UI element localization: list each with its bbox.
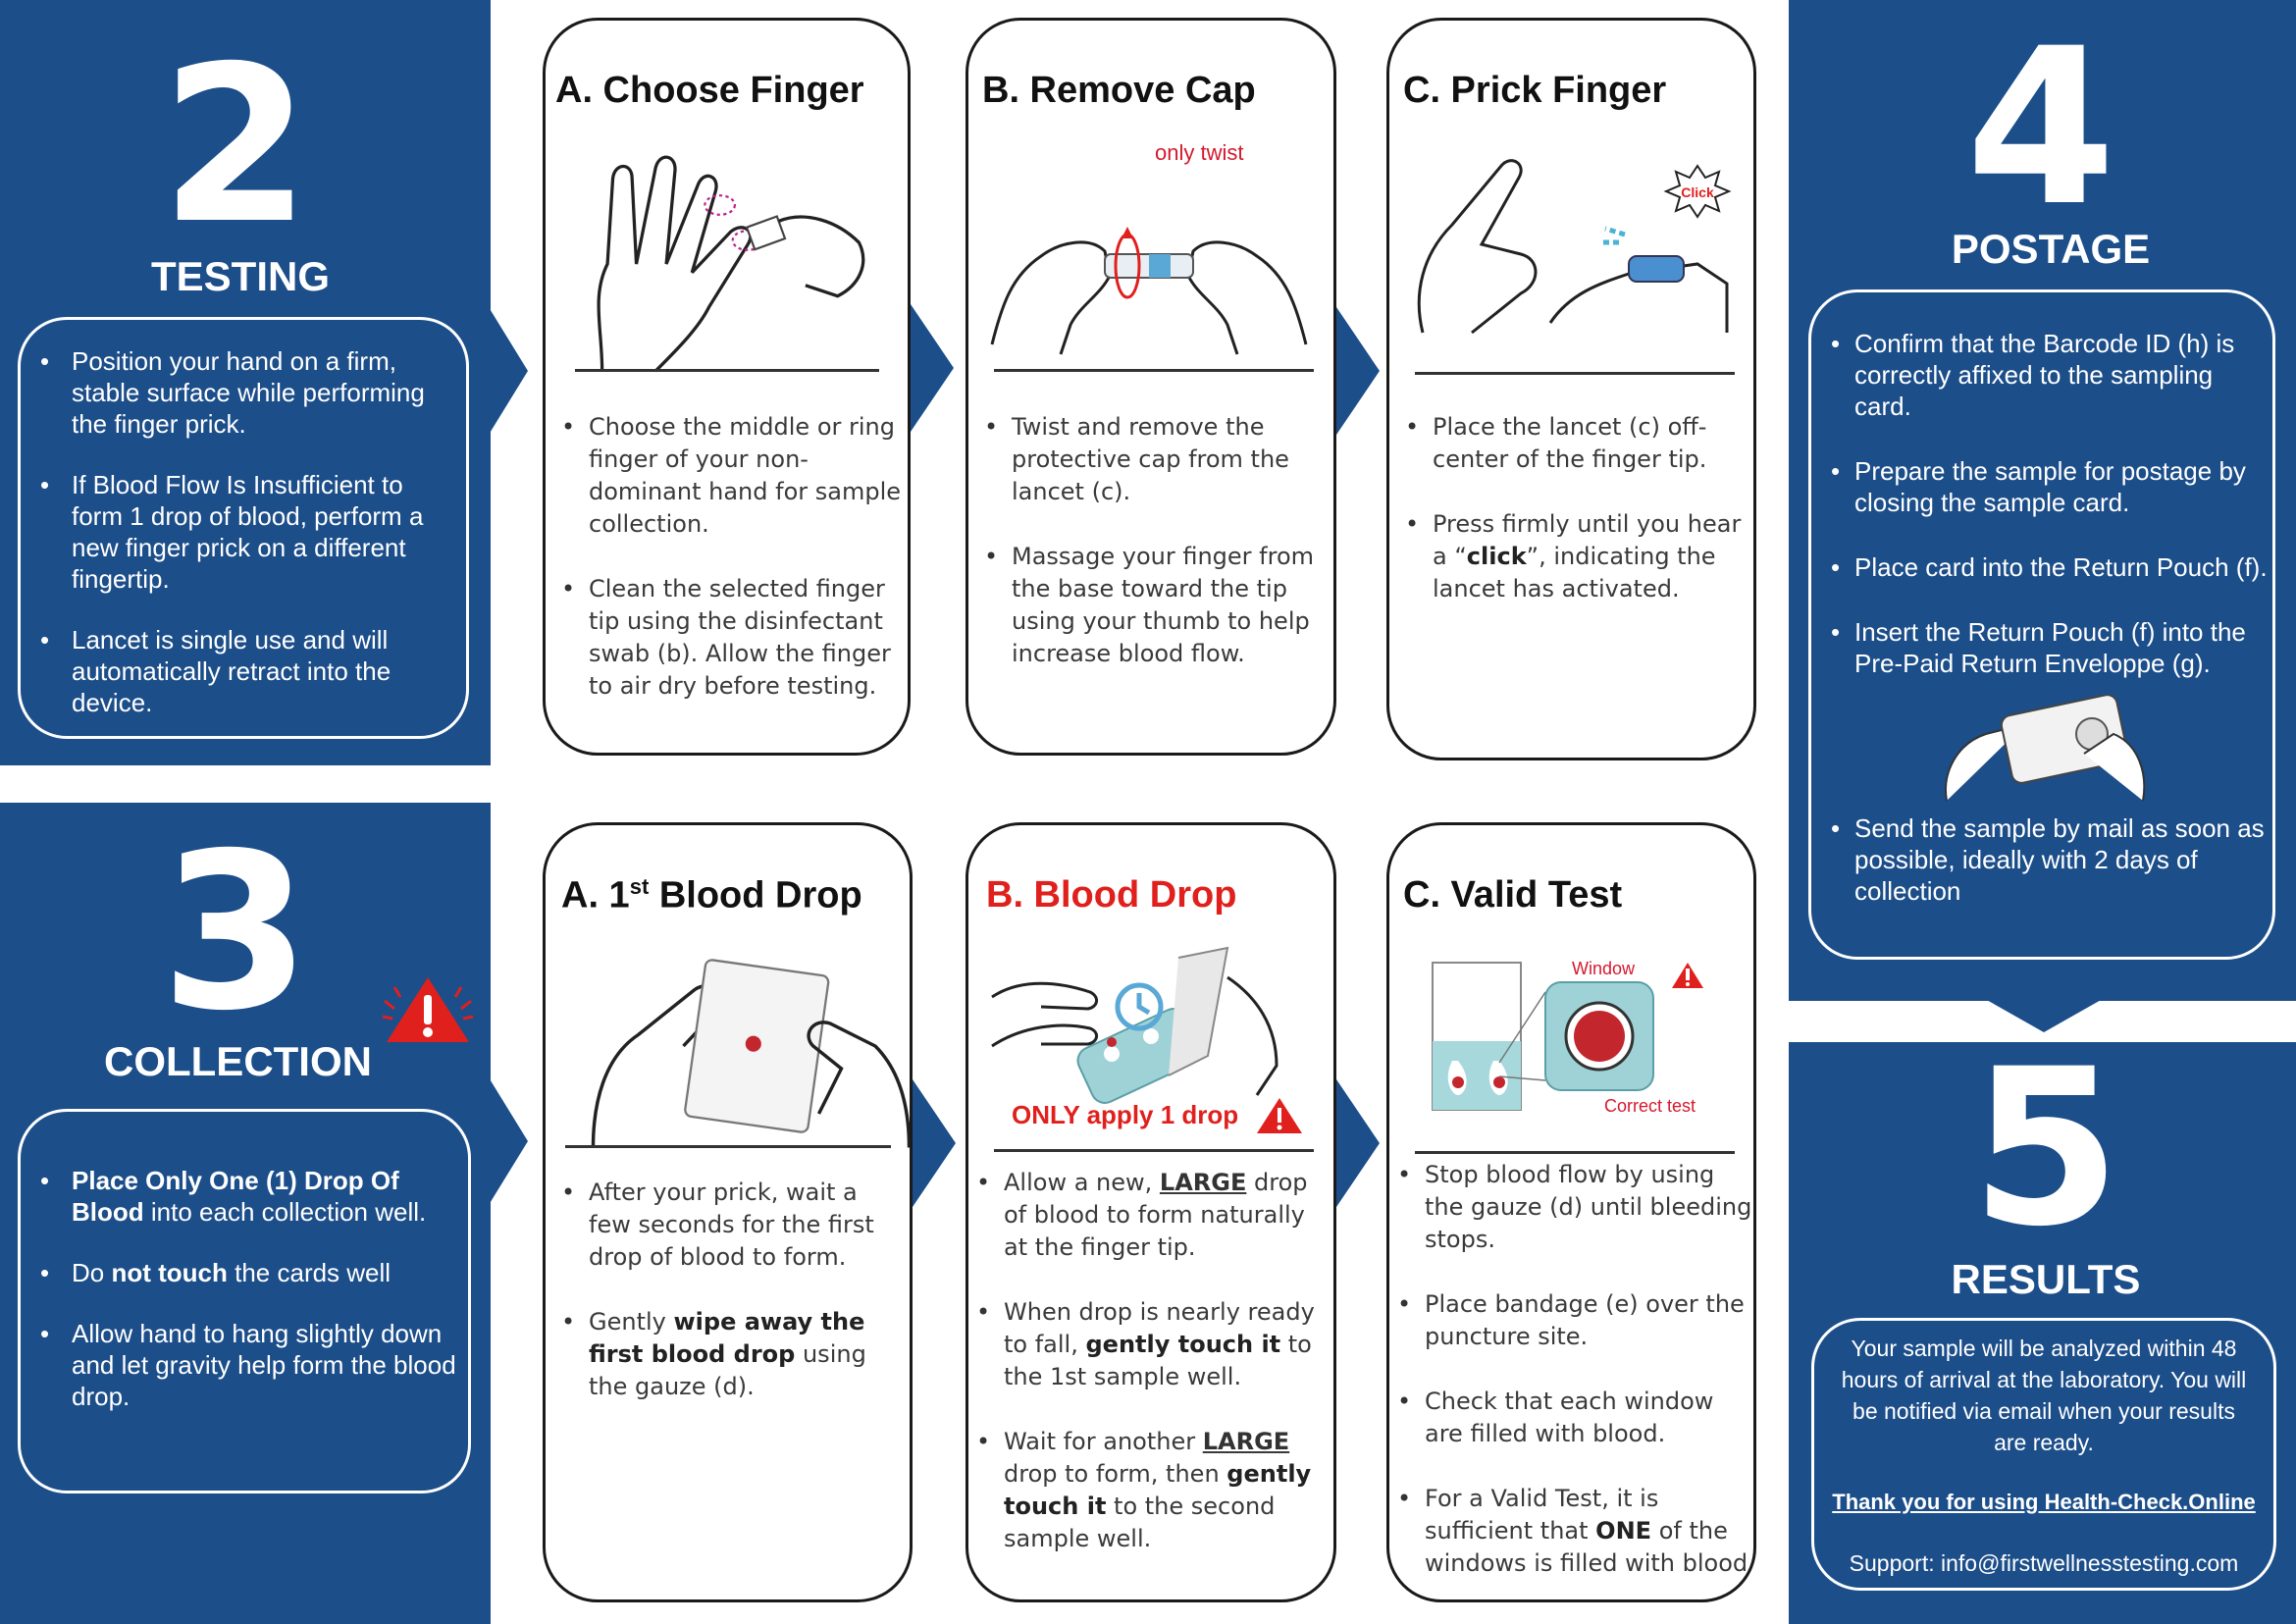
testing-bullet: Lancet is single use and will automatica… bbox=[21, 624, 457, 718]
pouch-illustration bbox=[1945, 695, 2146, 802]
results-title: RESULTS bbox=[1951, 1256, 2141, 1302]
only-twist-note: only twist bbox=[1155, 140, 1244, 165]
postage-bullet: Prepare the sample for postage by closin… bbox=[1811, 455, 2272, 518]
only-one-drop-warning: ONLY apply 1 drop bbox=[1012, 1100, 1239, 1129]
card-divider bbox=[1415, 1151, 1735, 1154]
card-divider bbox=[1415, 372, 1735, 375]
postage-bullet: Confirm that the Barcode ID (h) is corre… bbox=[1811, 328, 2272, 422]
card-choose-finger: A. Choose Finger Choose the middle or ri… bbox=[543, 18, 911, 756]
twist-cap-illustration bbox=[990, 227, 1308, 355]
card-title: B. Blood Drop bbox=[986, 874, 1237, 916]
card-bullet: Allow a new, LARGE drop of blood to form… bbox=[974, 1167, 1333, 1264]
results-panel bbox=[1789, 1042, 2296, 1624]
card-bullet: Press firmly until you hear a “click”, i… bbox=[1403, 508, 1747, 605]
card-title: C. Prick Finger bbox=[1403, 70, 1667, 111]
collection-step-number: 3 bbox=[160, 807, 311, 1058]
testing-step-number: 2 bbox=[160, 20, 311, 271]
card-bullet: Check that each window are filled with b… bbox=[1395, 1386, 1753, 1450]
card-bullet: Clean the selected finger tip using the … bbox=[559, 573, 903, 703]
card-bullet: After your prick, wait a few seconds for… bbox=[559, 1177, 903, 1274]
testing-bullet: Position your hand on a firm, stable sur… bbox=[21, 345, 457, 440]
correct-test-label: Correct test bbox=[1604, 1096, 1696, 1116]
card-divider bbox=[565, 1145, 891, 1148]
step-arrow bbox=[911, 304, 954, 432]
window-label: Window bbox=[1572, 959, 1636, 978]
collection-warning-icon bbox=[382, 977, 474, 1042]
card-bullet: Choose the middle or ring finger of your… bbox=[559, 411, 903, 541]
warning-icon bbox=[1257, 1098, 1302, 1133]
card-divider bbox=[994, 369, 1314, 372]
postage-step-number: 4 bbox=[1965, 2, 2116, 253]
valid-test-illustration: Window Correct test bbox=[1432, 959, 1703, 1116]
card-bullet: Place bandage (e) over the puncture site… bbox=[1395, 1288, 1753, 1353]
card-title: B. Remove Cap bbox=[982, 70, 1256, 111]
postage-bullet: Insert the Return Pouch (f) into the Pre… bbox=[1811, 616, 2272, 679]
gauze-wipe-illustration bbox=[591, 959, 910, 1148]
support-email[interactable]: Support: info@firstwellnesstesting.com bbox=[1849, 1550, 2239, 1576]
card-prick-finger: C. Prick Finger Click Place the lancet (… bbox=[1386, 18, 1756, 760]
testing-info-box: Position your hand on a firm, stable sur… bbox=[18, 317, 469, 739]
card-bullet: Twist and remove the protective cap from… bbox=[982, 411, 1326, 508]
results-text: Your sample will be analyzed within 48 h… bbox=[1841, 1336, 2247, 1455]
hand-finger-illustration bbox=[597, 155, 865, 373]
card-bullet: Gently wipe away the first blood drop us… bbox=[559, 1306, 903, 1403]
card-valid-test: C. Valid Test Window Correct test Stop b… bbox=[1386, 822, 1756, 1602]
card-remove-cap: B. Remove Cap only twist Twist and remov… bbox=[965, 18, 1336, 756]
click-label: Click bbox=[1681, 184, 1714, 200]
card-title: A. 1st Blood Drop bbox=[561, 874, 862, 917]
collection-bullet: Allow hand to hang slightly down and let… bbox=[21, 1318, 462, 1412]
thank-you-link[interactable]: Thank you for using Health-Check.Online bbox=[1832, 1490, 2256, 1514]
results-step-number: 5 bbox=[1970, 1022, 2121, 1274]
card-bullet: Place the lancet (c) off-center of the f… bbox=[1403, 411, 1747, 476]
card-title: A. Choose Finger bbox=[555, 70, 864, 111]
prick-finger-illustration: Click bbox=[1417, 159, 1732, 335]
step-arrow bbox=[1336, 1079, 1380, 1207]
collection-arrow bbox=[489, 1077, 528, 1205]
card-blood-drop: B. Blood Drop ONLY apply 1 drop Allow a … bbox=[965, 822, 1336, 1602]
collection-info-box: Place Only One (1) Drop Of Blood into ea… bbox=[18, 1109, 471, 1493]
results-info-box: Your sample will be analyzed within 48 h… bbox=[1811, 1318, 2276, 1591]
step-arrow bbox=[913, 1079, 956, 1207]
step-arrow bbox=[1336, 307, 1380, 435]
collection-bullet: Do not touch the cards well bbox=[21, 1257, 462, 1288]
card-bullet: When drop is nearly ready to fall, gentl… bbox=[974, 1296, 1333, 1393]
postage-title: POSTAGE bbox=[1951, 226, 2151, 272]
testing-bullet: If Blood Flow Is Insufficient to form 1 … bbox=[21, 469, 457, 595]
collection-bullet: Place Only One (1) Drop Of Blood into ea… bbox=[21, 1165, 462, 1228]
card-bullet: For a Valid Test, it is sufficient that … bbox=[1395, 1483, 1753, 1580]
card-bullet: Massage your finger from the base toward… bbox=[982, 541, 1326, 670]
postage-bullet: Place card into the Return Pouch (f). bbox=[1811, 551, 2272, 583]
postage-down-arrow bbox=[1985, 999, 2103, 1032]
card-first-blood-drop: A. 1st Blood Drop After your prick, wait… bbox=[543, 822, 913, 1602]
testing-arrow bbox=[489, 307, 528, 435]
collection-title: COLLECTION bbox=[104, 1038, 372, 1084]
card-title: C. Valid Test bbox=[1403, 874, 1623, 916]
postage-info-box: Confirm that the Barcode ID (h) is corre… bbox=[1808, 289, 2275, 960]
card-divider bbox=[994, 1149, 1314, 1152]
testing-title: TESTING bbox=[150, 253, 330, 299]
card-divider bbox=[575, 369, 879, 372]
postage-bullet: Send the sample by mail as soon as possi… bbox=[1811, 812, 2272, 907]
blood-drop-illustration bbox=[991, 946, 1278, 1104]
card-bullet: Stop blood flow by using the gauze (d) u… bbox=[1395, 1159, 1753, 1256]
card-bullet: Wait for another LARGE drop to form, the… bbox=[974, 1426, 1333, 1555]
